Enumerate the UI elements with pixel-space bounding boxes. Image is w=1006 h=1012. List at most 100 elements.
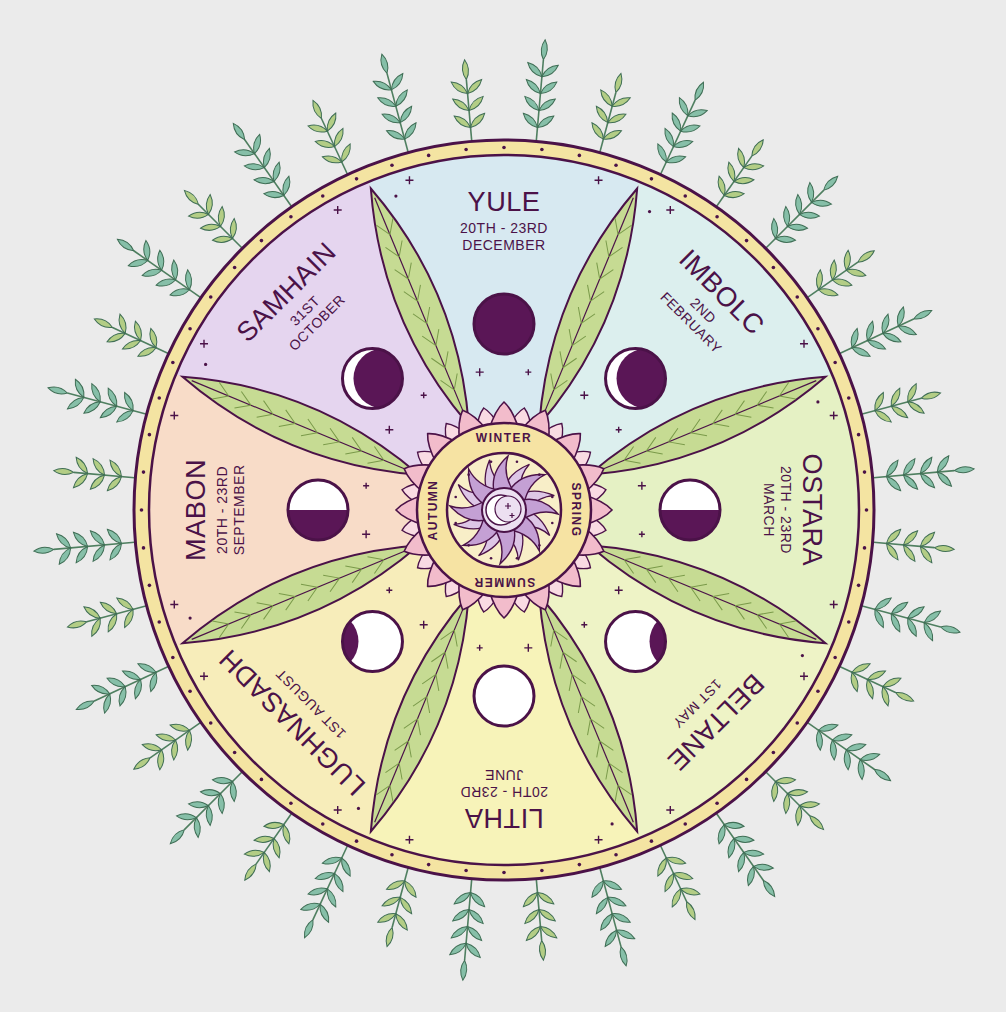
wreath-leaf bbox=[105, 474, 123, 492]
wreath-leaf bbox=[524, 924, 542, 942]
ring-dot bbox=[857, 584, 861, 588]
ring-dot bbox=[833, 361, 837, 365]
wreath-leaf bbox=[669, 888, 683, 909]
wreath-leaf bbox=[615, 927, 636, 941]
wreath-leaf bbox=[73, 378, 87, 399]
wreath-leaf bbox=[523, 907, 541, 925]
sun-ray bbox=[493, 456, 514, 492]
sprig-stem bbox=[94, 666, 170, 701]
wreath-sprig bbox=[52, 453, 139, 495]
leaf-vein bbox=[368, 447, 388, 469]
wreath-leaf bbox=[539, 80, 559, 96]
ring-dot bbox=[427, 154, 431, 158]
wreath-leaf bbox=[598, 912, 614, 932]
leaf-vein bbox=[621, 447, 641, 469]
wreath-sprig bbox=[855, 589, 964, 649]
wreath-leaf bbox=[726, 161, 737, 182]
wreath-sprig bbox=[107, 225, 212, 313]
wreath-leaf bbox=[906, 604, 926, 620]
leaf-vein bbox=[610, 782, 632, 802]
wreath-leaf bbox=[799, 801, 819, 809]
wreath-leaf bbox=[82, 604, 102, 620]
sparkle bbox=[200, 340, 208, 348]
wreath-leaf bbox=[451, 907, 471, 923]
moon-outline bbox=[606, 348, 666, 408]
wreath-leaf bbox=[666, 154, 687, 165]
sun-dot bbox=[516, 557, 519, 560]
wreath-leaf bbox=[745, 866, 756, 887]
wreath-leaf bbox=[89, 617, 103, 638]
sun-dot bbox=[454, 522, 457, 525]
wreath-leaf bbox=[105, 387, 119, 408]
wreath-leaf bbox=[148, 328, 159, 349]
wreath-leaf bbox=[607, 895, 628, 909]
moon-phase bbox=[288, 480, 348, 540]
wreath-leaf bbox=[452, 890, 472, 906]
sparkle bbox=[363, 483, 369, 489]
wreath-leaf bbox=[271, 838, 282, 859]
wreath-leaf bbox=[811, 199, 831, 207]
wreath-leaf bbox=[67, 619, 88, 630]
wreath-leaf bbox=[99, 600, 119, 616]
sun-dot bbox=[467, 544, 470, 547]
sprig-stem bbox=[715, 811, 763, 880]
sparkle bbox=[170, 411, 178, 419]
wreath-leaf bbox=[90, 683, 111, 697]
wreath-leaf bbox=[102, 693, 113, 714]
wreath-leaf bbox=[169, 287, 190, 298]
sprig-stem bbox=[660, 100, 695, 176]
festival-date: 20TH - 23RD SEPTEMBER bbox=[214, 458, 248, 562]
wreath-leaf bbox=[611, 911, 632, 925]
wreath-leaf bbox=[332, 127, 346, 148]
moon-outline bbox=[474, 294, 534, 354]
sparkle-dot bbox=[357, 807, 360, 810]
wreath-sprig bbox=[519, 875, 561, 962]
wreath-leaf bbox=[816, 730, 824, 750]
wreath-leaf bbox=[137, 661, 158, 675]
leaf-vein bbox=[776, 616, 796, 638]
sparkle-dot bbox=[188, 616, 191, 619]
leaf-vein bbox=[573, 693, 595, 713]
wreath-leaf bbox=[873, 595, 893, 611]
moon-phase bbox=[660, 480, 720, 540]
sparkle bbox=[830, 411, 838, 419]
wreath-leaf bbox=[57, 546, 73, 566]
wreath-leaf bbox=[918, 471, 936, 489]
wreath-leaf bbox=[843, 250, 851, 270]
wreath-leaf bbox=[666, 855, 687, 866]
leaf-vein bbox=[665, 570, 685, 592]
wreath-leaf bbox=[122, 608, 136, 629]
leaf-vein bbox=[545, 627, 567, 647]
moon-outline bbox=[474, 666, 534, 726]
leaf-vein bbox=[413, 307, 435, 327]
wreath-leaf bbox=[865, 320, 876, 341]
wreath-leaf bbox=[271, 161, 282, 182]
wreath-leaf bbox=[889, 387, 903, 408]
wreath-leaf bbox=[314, 138, 335, 149]
wreath-leaf bbox=[736, 147, 747, 168]
moon-outline bbox=[606, 612, 666, 672]
ring-dot bbox=[816, 689, 820, 693]
sparkle bbox=[200, 672, 208, 680]
ring-dot bbox=[578, 154, 582, 158]
wreath-sprig bbox=[869, 452, 976, 495]
sprig-stem bbox=[184, 770, 243, 829]
wreath-leaf bbox=[141, 742, 162, 753]
ring-dot bbox=[772, 751, 776, 755]
wreath-leaf bbox=[53, 468, 73, 476]
wreath-leaf bbox=[818, 722, 839, 733]
wreath-leaf bbox=[467, 94, 485, 112]
ring-dot bbox=[863, 546, 867, 550]
wreath-leaf bbox=[954, 466, 974, 474]
wreath-leaf bbox=[922, 609, 942, 625]
ring-dot bbox=[321, 194, 325, 198]
ring-dot bbox=[715, 801, 719, 805]
wreath-leaf bbox=[452, 114, 472, 130]
wreath-leaf bbox=[217, 206, 225, 226]
ring-dot bbox=[540, 869, 544, 873]
wreath-leaf bbox=[894, 690, 915, 704]
ring-dot bbox=[142, 546, 146, 550]
wreath-leaf bbox=[521, 890, 539, 908]
leaf-vein bbox=[323, 428, 343, 450]
